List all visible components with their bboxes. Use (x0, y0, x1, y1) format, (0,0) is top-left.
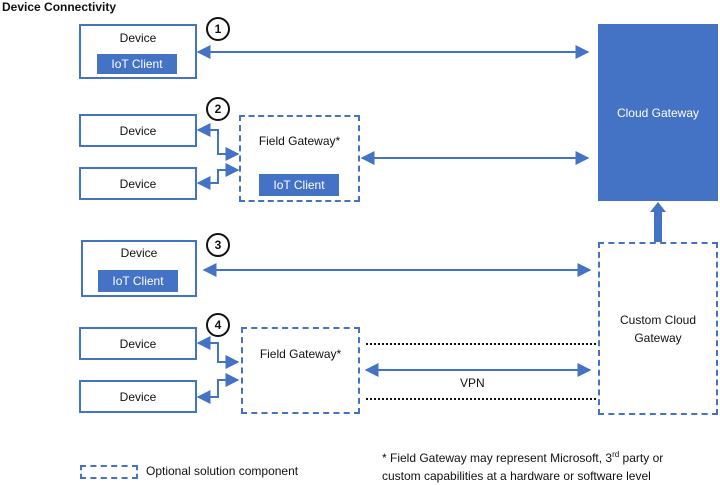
field-gateway-2: Field Gateway* IoT Client (239, 115, 360, 202)
footnote-sup: rd (612, 450, 620, 459)
device-box-2a: Device (79, 114, 197, 147)
legend-label: Optional solution component (146, 464, 299, 478)
footnote-prefix: * Field Gateway may represent Microsoft,… (382, 451, 613, 465)
step-badge-4: 4 (206, 313, 230, 337)
device-label: Device (119, 31, 157, 45)
device-box-4b: Device (79, 380, 197, 413)
legend-dashed-swatch (80, 465, 138, 479)
step-badge-1: 1 (206, 17, 230, 41)
arrow-device4a-gateway (196, 336, 240, 369)
step-badge-3: 3 (206, 233, 230, 257)
arrow-device4b-gateway (196, 373, 240, 404)
footnote: * Field Gateway may represent Microsoft,… (382, 446, 720, 485)
device-label: Device (120, 246, 158, 260)
device-box-3: Device IoT Client (81, 240, 197, 297)
step-badge-2: 2 (206, 97, 230, 121)
iot-client-3: IoT Client (98, 270, 178, 292)
iot-client-2: IoT Client (259, 174, 339, 196)
device-box-4a: Device (79, 327, 197, 360)
iot-client-1: IoT Client (97, 54, 177, 74)
field-gateway-label: Field Gateway* (259, 347, 342, 361)
custom-cloud-gateway-line1: Custom Cloud (619, 312, 697, 327)
vpn-label: VPN (460, 376, 485, 390)
diagram-title: Device Connectivity (2, 0, 117, 14)
footnote-suffix: party or (619, 451, 664, 465)
custom-cloud-gateway: Custom Cloud Gateway (598, 242, 718, 415)
arrow-custom-to-cloud-shaft (654, 210, 662, 242)
field-gateway-4: Field Gateway* (241, 327, 360, 414)
field-gateway-label: Field Gateway* (258, 134, 341, 148)
footnote-line2: custom capabilities at a hardware or sof… (382, 469, 651, 483)
arrow-device2a-gateway (196, 123, 240, 161)
cloud-gateway: Cloud Gateway (598, 24, 718, 201)
arrow-custom-to-cloud-head (650, 202, 666, 212)
custom-cloud-gateway-line2: Gateway (634, 330, 682, 345)
arrow-device2b-gateway (196, 163, 240, 190)
device-box-1: Device IoT Client (79, 24, 197, 79)
device-box-2b: Device (79, 167, 197, 200)
